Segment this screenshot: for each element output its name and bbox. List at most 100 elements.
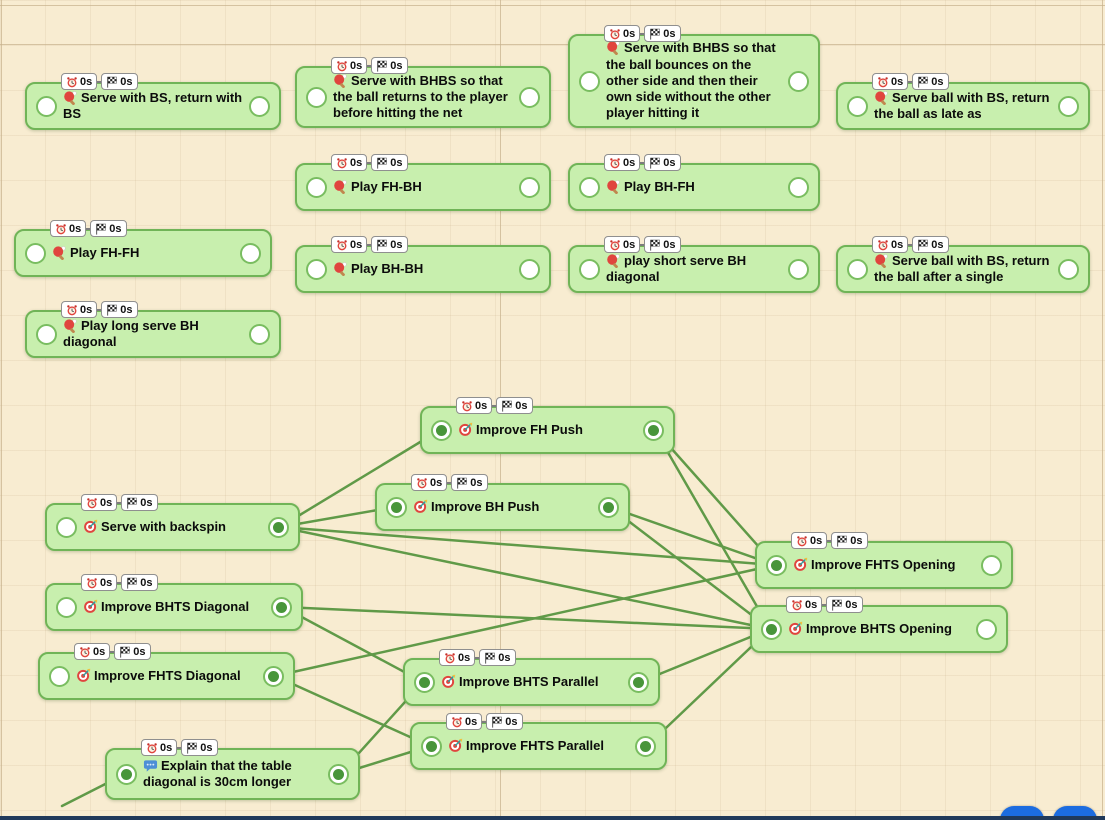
- duration-value: 0s: [810, 534, 823, 547]
- input-port[interactable]: [306, 258, 327, 280]
- table-tennis-paddle-icon: [333, 73, 348, 88]
- output-port[interactable]: [271, 596, 292, 618]
- node-label: Improve FHTS Diagonal: [40, 654, 293, 698]
- output-port[interactable]: [1058, 258, 1079, 280]
- checkered-flag-icon: [106, 304, 118, 316]
- input-port[interactable]: [36, 95, 57, 117]
- node-label: Improve FH Push: [422, 408, 673, 452]
- timer-icon: [66, 76, 78, 88]
- finish-value: 0s: [390, 59, 403, 72]
- finish-badge: 0s: [486, 713, 523, 730]
- output-port[interactable]: [240, 242, 261, 264]
- input-port[interactable]: [847, 95, 868, 117]
- badge-connector: [908, 80, 913, 83]
- finish-badge: 0s: [644, 236, 681, 253]
- duration-badge: 0s: [81, 494, 118, 511]
- output-port[interactable]: [981, 554, 1002, 576]
- input-port[interactable]: [421, 735, 442, 757]
- input-port[interactable]: [49, 665, 70, 687]
- badge-connector: [367, 243, 372, 246]
- input-port[interactable]: [36, 323, 57, 345]
- checkered-flag-icon: [649, 28, 661, 40]
- output-port[interactable]: [788, 176, 809, 198]
- edge-improve-bh-push--improve-bhts-opening: [608, 505, 772, 631]
- output-port[interactable]: [1058, 95, 1079, 117]
- input-port[interactable]: [56, 516, 77, 538]
- input-port[interactable]: [431, 419, 452, 441]
- input-port[interactable]: [116, 763, 137, 785]
- table-tennis-paddle-icon: [874, 90, 889, 105]
- checkered-flag-icon: [917, 76, 929, 88]
- input-port[interactable]: [847, 258, 868, 280]
- output-port[interactable]: [268, 516, 289, 538]
- output-port[interactable]: [788, 258, 809, 280]
- timer-icon: [55, 223, 67, 235]
- duration-badge: 0s: [331, 236, 368, 253]
- output-port[interactable]: [976, 618, 997, 640]
- input-port[interactable]: [579, 258, 600, 280]
- input-port[interactable]: [766, 554, 787, 576]
- input-port[interactable]: [579, 176, 600, 198]
- output-port[interactable]: [635, 735, 656, 757]
- output-port[interactable]: [628, 671, 649, 693]
- input-port[interactable]: [414, 671, 435, 693]
- output-port[interactable]: [598, 496, 619, 518]
- duration-badge: 0s: [50, 220, 87, 237]
- table-tennis-paddle-icon: [63, 90, 78, 105]
- finish-badge: 0s: [451, 474, 488, 491]
- output-port[interactable]: [788, 70, 809, 92]
- input-port[interactable]: [761, 618, 782, 640]
- output-port[interactable]: [643, 419, 664, 441]
- output-port[interactable]: [328, 763, 349, 785]
- input-port[interactable]: [579, 70, 600, 92]
- output-port[interactable]: [519, 86, 540, 108]
- timer-icon: [877, 239, 889, 251]
- input-port[interactable]: [386, 496, 407, 518]
- duration-value: 0s: [623, 27, 636, 40]
- duration-badge: 0s: [604, 25, 641, 42]
- input-port[interactable]: [306, 176, 327, 198]
- input-port[interactable]: [306, 86, 327, 108]
- edge-serve-with-backspin--improve-fhts-opening: [278, 525, 777, 567]
- node-label: Serve with BHBS so that the ball returns…: [333, 72, 508, 121]
- timer-icon: [877, 76, 889, 88]
- input-port[interactable]: [25, 242, 46, 264]
- checkered-flag-icon: [917, 239, 929, 251]
- output-port[interactable]: [249, 95, 270, 117]
- table-tennis-paddle-icon: [63, 318, 78, 333]
- output-port[interactable]: [249, 323, 270, 345]
- node-label: Serve ball with BS, return the ball as l…: [874, 89, 1050, 121]
- output-port[interactable]: [519, 258, 540, 280]
- output-port[interactable]: [263, 665, 284, 687]
- duration-badge: 0s: [456, 397, 493, 414]
- output-port[interactable]: [519, 176, 540, 198]
- checkered-flag-icon: [649, 157, 661, 169]
- duration-badge: 0s: [81, 574, 118, 591]
- input-port[interactable]: [56, 596, 77, 618]
